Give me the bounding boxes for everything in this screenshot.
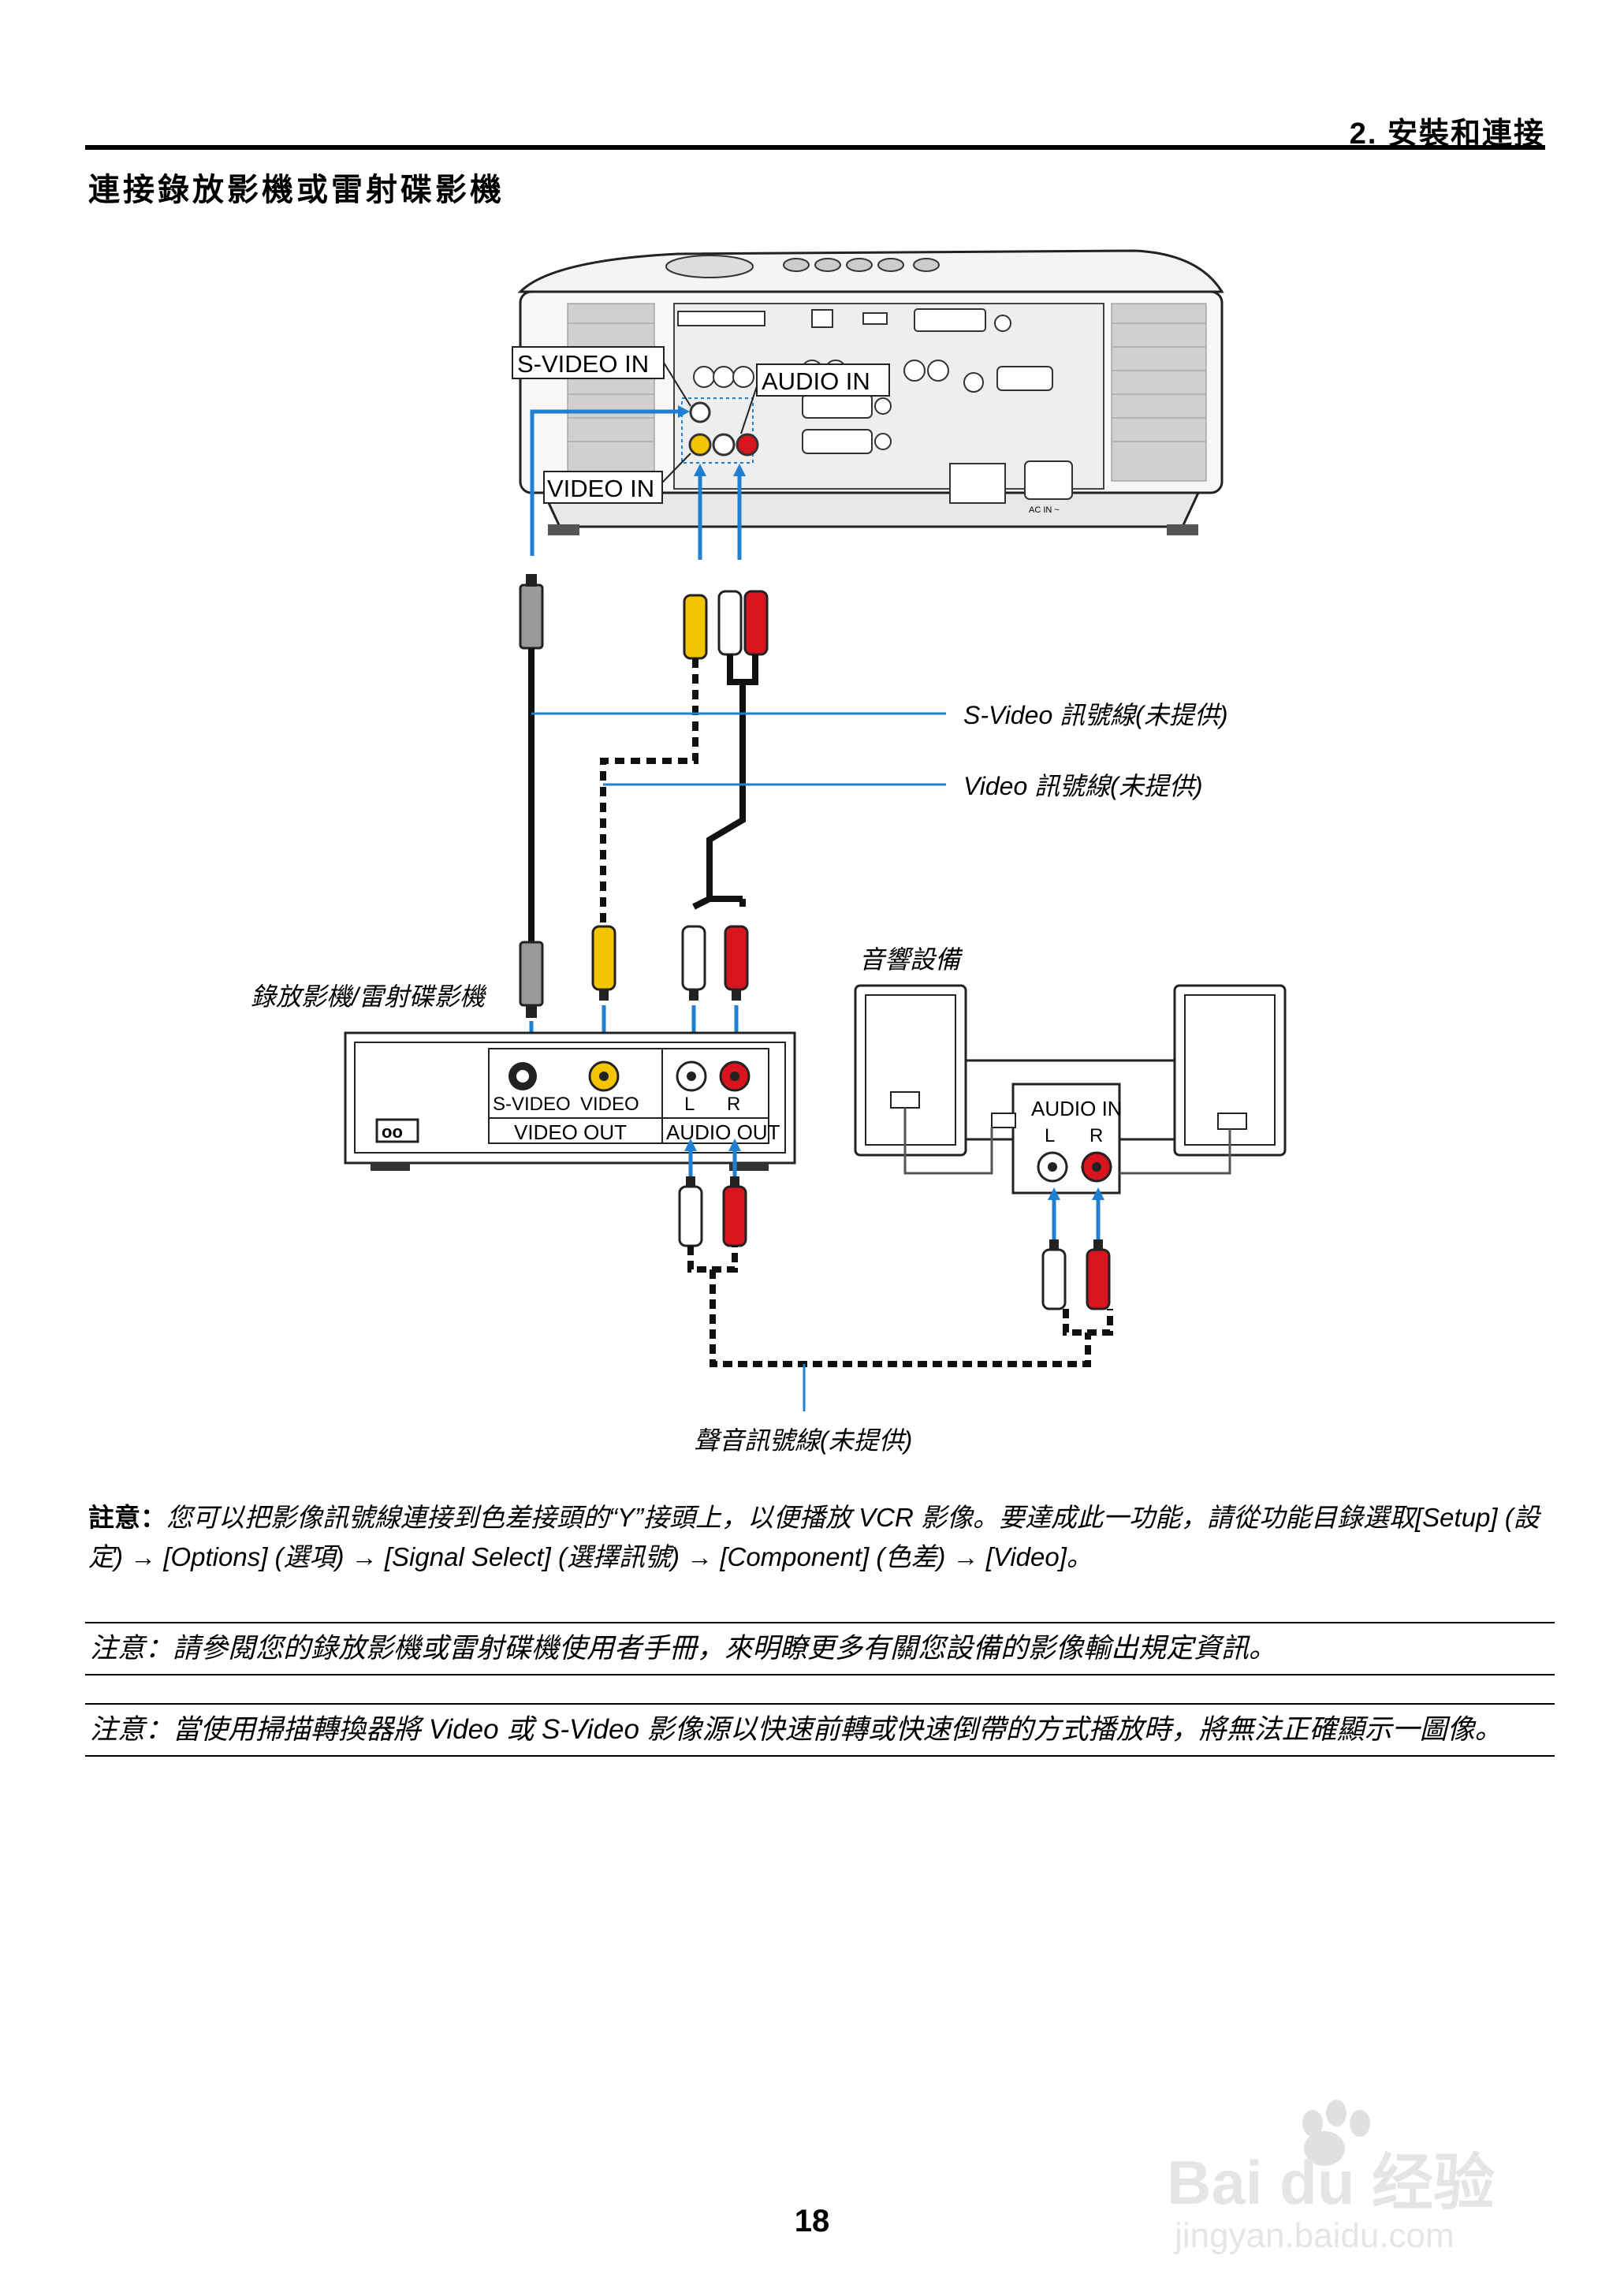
vcr-video-out-label: VIDEO OUT <box>514 1120 627 1144</box>
svideo-in-label: S-VIDEO IN <box>517 350 649 378</box>
page-number: 18 <box>794 2204 830 2238</box>
note-label: 註意： <box>88 1503 166 1532</box>
audio-in-callout: AUDIO IN <box>740 363 890 434</box>
svideo-cable-label: S-Video 訊號線(未提供) <box>963 701 1227 729</box>
audio-equipment-illustration: 音響設備 AUDIO IN L R <box>854 945 1287 1195</box>
vcr-l-label: L <box>684 1094 695 1115</box>
vcr-video-label: VIDEO <box>580 1094 639 1115</box>
note-paragraph: 註意：您可以把影像訊號線連接到色差接頭的“Y”接頭上，以便播放 VCR 影像。要… <box>88 1498 1547 1577</box>
video-cable-label: Video 訊號線(未提供) <box>963 772 1202 800</box>
svideo-cable <box>519 574 544 1018</box>
rca-plugs-projector <box>683 590 769 660</box>
vcr-caption: 錄放影機/雷射碟影機 <box>251 982 487 1011</box>
svideo-in-callout: S-VIDEO IN <box>512 346 691 407</box>
section-title: 連接錄放影機或雷射碟影機 <box>88 173 505 207</box>
video-in-callout: VIDEO IN <box>543 453 691 504</box>
video-in-label: VIDEO IN <box>547 475 654 502</box>
ac-in-label: AC IN ~ <box>1029 505 1060 515</box>
vcr-r-label: R <box>727 1094 740 1115</box>
audio-equipment-r-label: R <box>1089 1125 1103 1146</box>
audio-cable-label: 聲音訊號線(未提供) <box>694 1426 912 1455</box>
vcr-audio-out-label: AUDIO OUT <box>666 1120 780 1144</box>
paw-icon <box>1302 2100 1370 2166</box>
baidu-watermark: Bai du 经验 jingyan.baidu.com <box>1151 2093 1561 2259</box>
connection-diagram: AC IN ~ S-VIDEO IN AUDIO IN VIDEO IN <box>251 249 1287 1455</box>
header-rule <box>85 145 1545 150</box>
caution-1: 注意：請參閱您的錄放影機或雷射碟機使用者手冊，來明瞭更多有關您設備的影像輸出規定… <box>85 1622 1555 1675</box>
audio-equipment-l-label: L <box>1045 1125 1055 1146</box>
note-text: 您可以把影像訊號線連接到色差接頭的“Y”接頭上，以便播放 VCR 影像。要達成此… <box>88 1503 1540 1571</box>
vcr-badge: oo <box>382 1122 403 1142</box>
audio-in-label: AUDIO IN <box>762 367 870 395</box>
watermark-logo: Bai du 经验 <box>1167 2148 1495 2217</box>
vcr-svideo-label: S-VIDEO <box>493 1094 571 1115</box>
caution-2: 注意：當使用掃描轉換器將 Video 或 S-Video 影像源以快速前轉或快速… <box>85 1703 1555 1757</box>
vcr-illustration: 錄放影機/雷射碟影機 oo S-VIDEO VIDEO L R VIDEO OU… <box>251 982 796 1171</box>
audio-equipment-in-label: AUDIO IN <box>1031 1097 1123 1120</box>
audio-equipment-caption: 音響設備 <box>859 945 963 974</box>
projector-illustration: AC IN ~ <box>517 249 1224 535</box>
watermark-url: jingyan.baidu.com <box>1173 2216 1455 2255</box>
